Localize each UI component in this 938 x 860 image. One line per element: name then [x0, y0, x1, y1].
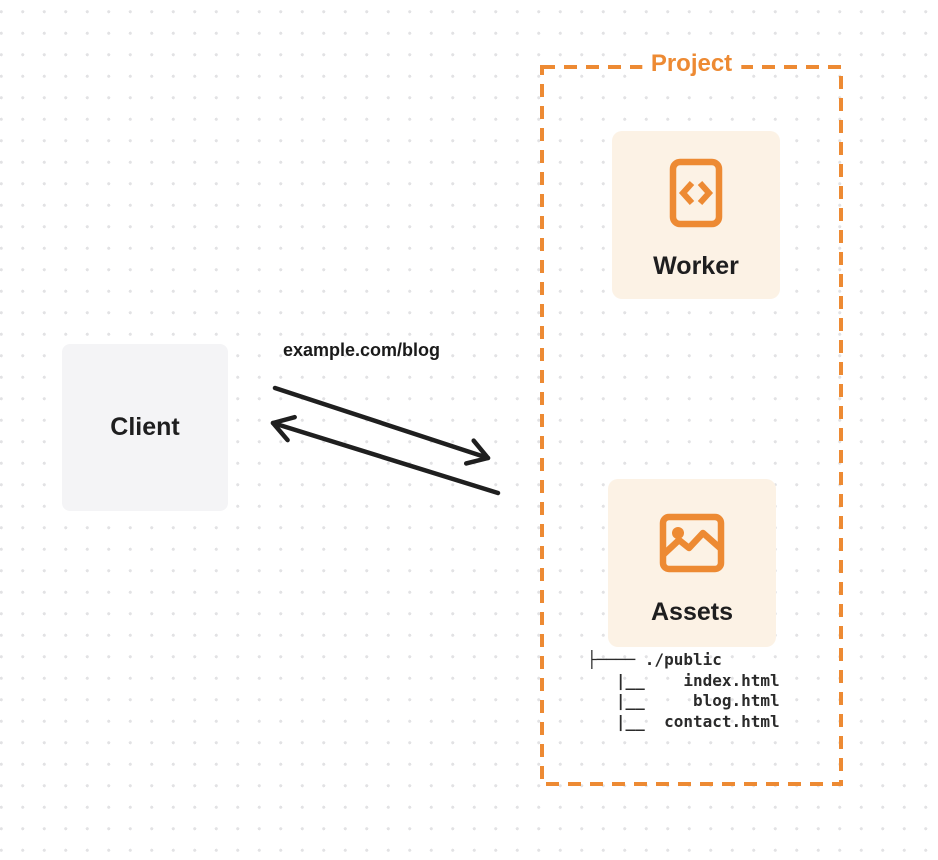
- worker-label: Worker: [653, 252, 739, 280]
- project-label: Project: [641, 49, 742, 79]
- worker-node: Worker: [612, 131, 780, 299]
- request-url-label: example.com/blog: [283, 340, 441, 360]
- file-tree-index: |__ index.html: [587, 670, 780, 690]
- request-arrow: [272, 385, 491, 466]
- project-dashed-border: [540, 65, 843, 786]
- file-tree: ├──── ./public |__ index.html |__ blog.h…: [587, 650, 780, 732]
- client-label: Client: [110, 413, 180, 441]
- file-tree-contact: |__ contact.html: [587, 711, 780, 731]
- code-file-icon: [669, 158, 723, 228]
- assets-label: Assets: [651, 598, 733, 626]
- response-arrow: [270, 414, 501, 496]
- client-node: Client: [62, 344, 228, 511]
- image-icon: [659, 513, 725, 573]
- assets-node: Assets: [608, 479, 776, 647]
- file-tree-blog: |__ blog.html: [587, 691, 780, 710]
- file-tree-root: ├──── ./public: [587, 650, 722, 669]
- project-boundary: Project Worker Assets ├──── ./public |__…: [540, 49, 843, 786]
- request-response-arrows: [270, 385, 501, 496]
